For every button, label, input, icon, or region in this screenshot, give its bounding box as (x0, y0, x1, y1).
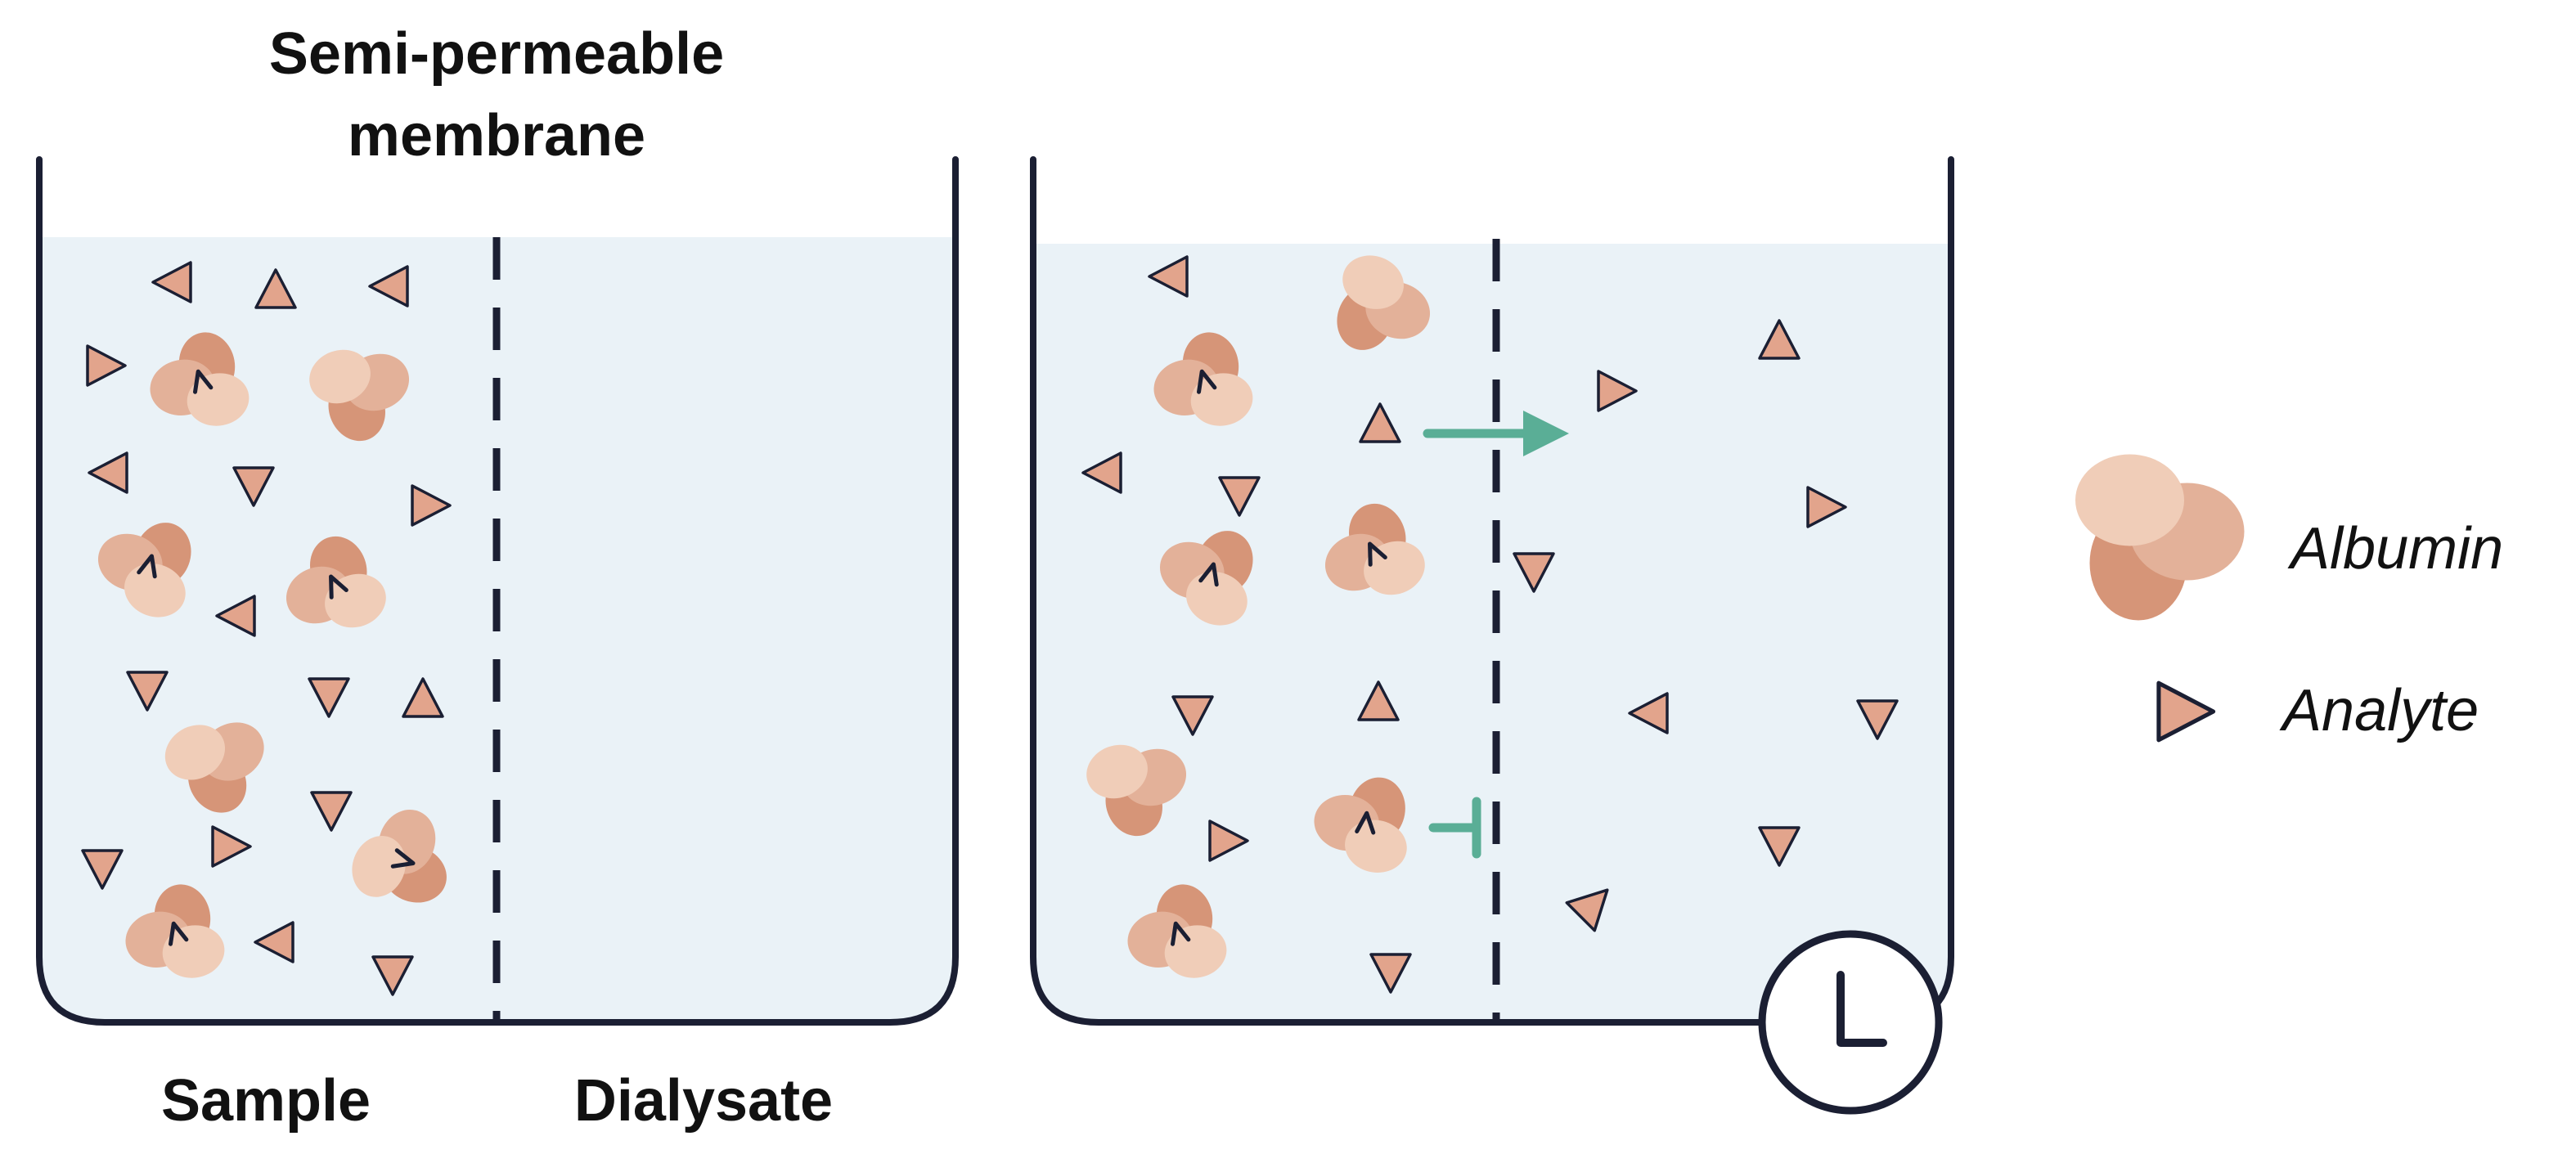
analyte-triangle-icon (81, 849, 124, 890)
analyte-triangle-icon (1148, 255, 1189, 298)
membrane-title-line1: Semi-permeable (269, 21, 724, 87)
bound-analyte-mark (193, 369, 214, 394)
bound-analyte-mark (1368, 541, 1387, 567)
clock-icon (1758, 930, 1943, 1115)
analyte-triangle-icon (1359, 402, 1401, 443)
right-dialysis-container (1030, 156, 1954, 1026)
analyte-triangle-icon (151, 261, 192, 303)
albumin-bound-analyte (1159, 531, 1253, 626)
analyte-triangle-icon (368, 265, 409, 308)
analyte-triangle-icon (2156, 680, 2216, 743)
albumin-bound-analyte (97, 523, 191, 617)
legend: Albumin Analyte (2075, 454, 2503, 743)
analyte-triangle-icon (1758, 826, 1801, 867)
analyte-triangle-icon (126, 671, 169, 712)
legend-analyte-icon (2156, 680, 2216, 743)
bound-analyte-mark (1198, 562, 1219, 587)
bound-analyte-mark (1171, 921, 1191, 946)
analyte-triangle-icon (211, 825, 252, 868)
analyte-triangle-icon (1208, 820, 1249, 862)
analyte-triangle-icon (1369, 953, 1412, 994)
analyte-triangle-icon (308, 677, 350, 718)
analyte-triangle-icon (1357, 680, 1400, 721)
sample-label: Sample (161, 1068, 371, 1134)
albumin-bound-analyte (150, 332, 250, 426)
analyte-triangle-icon (411, 484, 452, 527)
albumin-cluster-icon (164, 722, 264, 813)
analyte-triangle-icon (1218, 476, 1261, 517)
analyte-triangle-icon (86, 344, 127, 387)
analyte-triangle-icon (215, 595, 256, 637)
dialysate-label: Dialysate (574, 1068, 833, 1134)
analyte-triangle-icon (1628, 692, 1669, 734)
analyte-triangle-icon (1758, 319, 1801, 360)
bound-analyte-mark (1197, 369, 1217, 394)
bound-analyte-mark (1355, 811, 1376, 835)
particles-layer (81, 255, 1899, 996)
bound-analyte-mark (390, 848, 416, 869)
right-liquid (1033, 244, 1951, 1022)
bound-analyte-mark (329, 574, 348, 599)
legend-albumin-icon (2075, 454, 2245, 621)
analyte-triangle-icon (1856, 699, 1899, 740)
albumin-bound-analyte (352, 809, 447, 903)
legend-analyte-label: Analyte (2279, 678, 2479, 743)
analyte-triangle-icon (1171, 695, 1214, 736)
analyte-triangle-icon (1806, 486, 1847, 528)
blocked-arrow-icon (1428, 797, 1481, 859)
analyte-triangle-icon (1081, 451, 1122, 494)
legend-albumin-label: Albumin (2287, 516, 2503, 582)
albumin-cluster-icon (2075, 454, 2245, 621)
albumin-cluster-icon (309, 349, 410, 442)
analyte-triangle-icon (254, 921, 294, 963)
albumin-bound-analyte (1153, 332, 1253, 426)
analyte-triangle-icon (310, 791, 353, 832)
analyte-triangle-icon (1513, 552, 1555, 593)
albumin-bound-analyte (1314, 777, 1407, 873)
albumin-cluster-icon (1086, 744, 1187, 837)
albumin-bound-analyte (1324, 503, 1425, 595)
membrane-title-line2: membrane (348, 103, 645, 168)
albumin-bound-analyte (285, 536, 386, 628)
albumin-cluster-icon (1337, 255, 1431, 350)
analyte-triangle-icon (1597, 370, 1638, 412)
arrow-right-icon (1423, 411, 1569, 456)
bound-analyte-mark (137, 554, 157, 579)
albumin-bound-analyte (1127, 884, 1227, 978)
bound-analyte-mark (169, 921, 189, 946)
right-container-outline (1030, 156, 1954, 1026)
analyte-triangle-icon (402, 677, 444, 718)
analyte-triangle-icon (1565, 888, 1609, 932)
analyte-triangle-icon (254, 268, 297, 309)
analyte-triangle-icon (371, 955, 414, 996)
analyte-triangle-icon (88, 451, 128, 494)
left-dialysis-container (36, 156, 959, 1026)
analyte-triangle-icon (232, 466, 275, 507)
albumin-bound-analyte (125, 884, 225, 978)
